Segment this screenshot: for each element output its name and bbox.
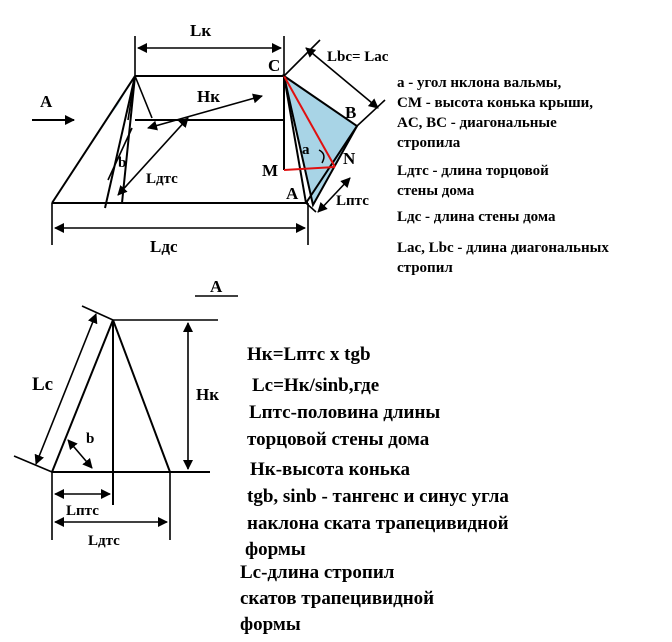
label-lbc: Lbc= Lac bbox=[327, 49, 389, 65]
bottom-2d-diagram: A Hк Lc b Lптс Lдтс bbox=[13, 277, 238, 549]
label-lpts-bottom: Lптс bbox=[66, 503, 99, 519]
lbc-ext-2 bbox=[356, 99, 386, 127]
left-hip-edge bbox=[51, 75, 136, 204]
legend-line-6: стены дома bbox=[397, 183, 475, 199]
lpts-dim-line bbox=[317, 177, 351, 213]
angle-a-arc bbox=[318, 149, 325, 164]
lbc-dim-line bbox=[305, 47, 379, 109]
formula-line-2: Lc=Hк/sinb,где bbox=[252, 375, 379, 396]
label-view-a: A bbox=[40, 92, 53, 111]
ldts-dim-line bbox=[117, 117, 189, 196]
tri-right-side bbox=[112, 319, 171, 473]
top-3d-diagram: Lк Hк Lдтс b Lдс Lbc= Lac Lптс a A C B M… bbox=[32, 21, 389, 256]
label-point-n: N bbox=[343, 149, 356, 168]
legend-line-9: стропил bbox=[397, 260, 453, 276]
top-legend: a - угол нклона вальмы, CM - высота конь… bbox=[397, 75, 609, 276]
formula-line-4: торцовой стены дома bbox=[247, 429, 430, 450]
lbc-ext-1 bbox=[283, 39, 321, 77]
bottom-formulas: Hк=Lптс x tgb Lc=Hк/sinb,где Lптс-полови… bbox=[240, 344, 509, 635]
legend-line-5: Lдтс - длина торцовой bbox=[397, 163, 549, 179]
lc-ext-bottom bbox=[13, 455, 53, 473]
formula-line-1: Hк=Lптс x tgb bbox=[247, 344, 371, 365]
legend-line-4: стропила bbox=[397, 135, 461, 151]
legend-line-3: AC, BC - диагональные bbox=[397, 115, 557, 131]
label-point-b: B bbox=[345, 103, 356, 122]
formula-line-7: наклона ската трапецивидной bbox=[247, 513, 509, 534]
red-line-mn bbox=[283, 166, 336, 171]
formula-line-10: скатов трапецивидной bbox=[240, 588, 434, 609]
red-line-cn bbox=[283, 75, 336, 168]
label-lds: Lдс bbox=[150, 237, 178, 256]
left-rafter-3 bbox=[134, 75, 153, 119]
hip-line-ab bbox=[305, 125, 358, 204]
label-a-angle: a bbox=[302, 142, 310, 158]
formula-line-9: Lc-длина стропил bbox=[240, 562, 395, 583]
label-point-m: M bbox=[262, 161, 278, 180]
left-back-edge bbox=[127, 75, 136, 121]
label-point-a: A bbox=[286, 184, 299, 203]
formula-line-5: Hк-высота конька bbox=[250, 459, 410, 480]
label-ldts-bottom: Lдтс bbox=[88, 533, 120, 549]
formula-line-8: формы bbox=[245, 539, 306, 560]
rafter-ac bbox=[283, 75, 307, 204]
legend-line-8: Lac, Lbc - длина диагональных bbox=[397, 240, 609, 256]
legend-line-2: CM - высота конька крыши, bbox=[397, 95, 593, 111]
label-hk-bottom: Hк bbox=[196, 385, 219, 404]
label-point-c: C bbox=[268, 56, 280, 75]
formula-line-3: Lптс-половина длины bbox=[249, 402, 440, 423]
left-rafter-1 bbox=[104, 75, 136, 209]
b-angle-arrow bbox=[67, 439, 93, 469]
formula-line-6: tgb, sinb - тангенс и синус угла bbox=[247, 486, 509, 507]
label-ldts: Lдтс bbox=[146, 171, 178, 187]
label-hk: Hк bbox=[197, 87, 220, 106]
legend-line-7: Lдс - длина стены дома bbox=[397, 209, 556, 225]
b-angle-line bbox=[107, 127, 133, 181]
label-lc: Lc bbox=[32, 374, 53, 395]
lc-dim-line bbox=[34, 313, 98, 465]
formula-line-11: формы bbox=[240, 614, 301, 635]
lc-ext-top bbox=[81, 305, 114, 321]
tri-left-side bbox=[51, 319, 114, 473]
label-view-a-bottom: A bbox=[210, 277, 223, 296]
label-lk: Lк bbox=[190, 21, 211, 40]
label-b: b bbox=[118, 155, 126, 171]
label-lpts: Lптс bbox=[336, 193, 369, 209]
legend-line-1: a - угол нклона вальмы, bbox=[397, 75, 562, 91]
label-b-bottom: b bbox=[86, 431, 94, 447]
